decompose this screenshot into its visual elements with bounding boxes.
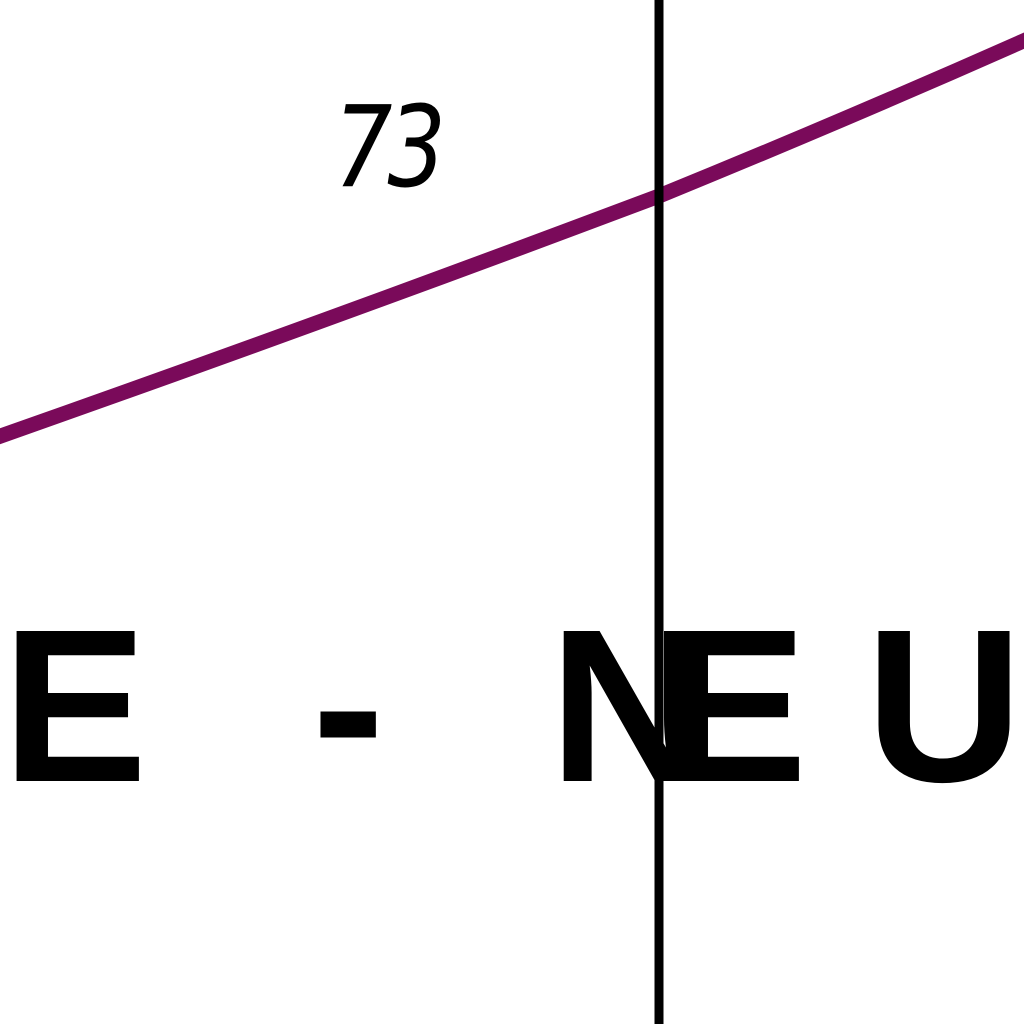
route-line: [0, 32, 1024, 445]
place-name-right: EU: [662, 585, 1024, 828]
place-name-left: E - N: [2, 585, 759, 828]
contour-label: 73: [334, 83, 446, 213]
